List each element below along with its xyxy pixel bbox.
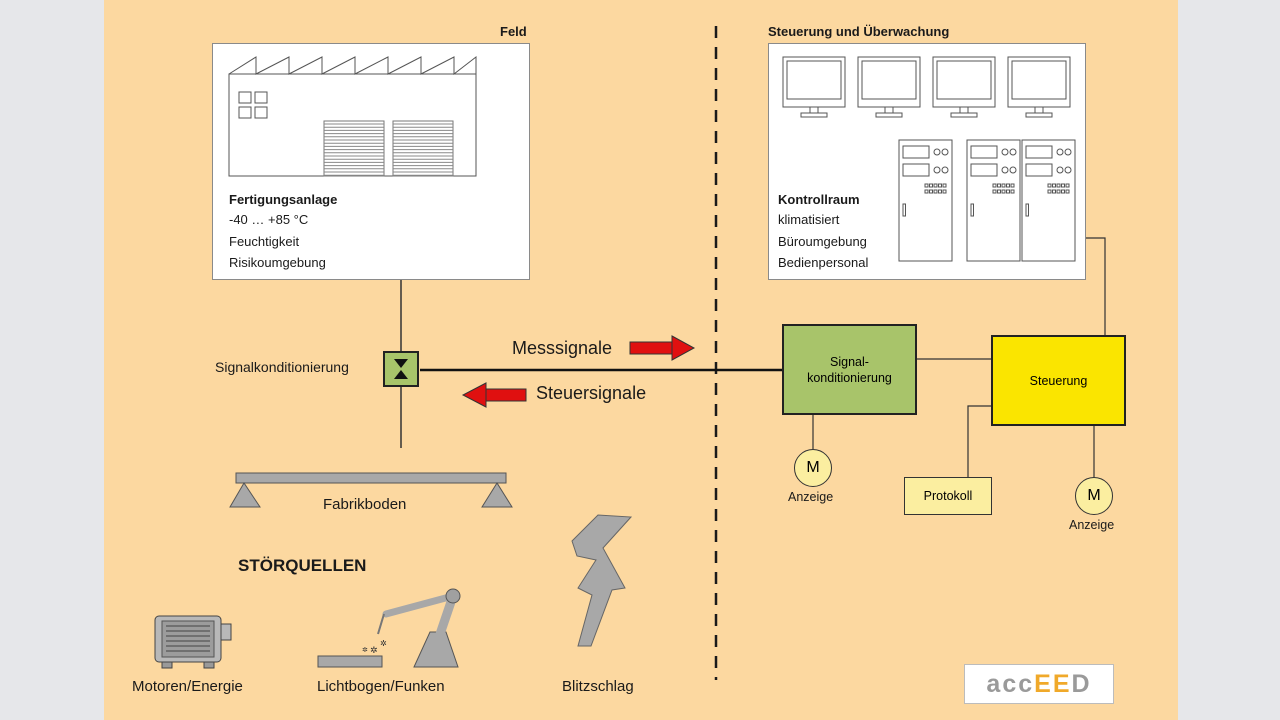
meter-icon-left: M	[794, 449, 832, 487]
factory-floor-icon	[229, 472, 513, 508]
meter-left-label: Anzeige	[788, 490, 834, 504]
control-room-staff: Bedienpersonal	[778, 255, 869, 270]
svg-text:✲: ✲	[370, 646, 378, 656]
welding-robot-icon: ✲ ✲ ✲	[317, 588, 461, 668]
meter-right-symbol: M	[1087, 487, 1101, 504]
control-cabinet-icon	[1021, 139, 1076, 262]
control-to-room-line	[1080, 237, 1106, 336]
meter-right-label: Anzeige	[1069, 518, 1115, 532]
svg-text:✲: ✲	[362, 646, 368, 654]
plant-box: Fertigungsanlage -40 … +85 °C Feuchtigke…	[212, 43, 530, 280]
field-signal-conditioning-label: Signalkonditionierung	[215, 359, 349, 375]
protocol-box: Protokoll	[904, 477, 992, 515]
field-header: Feld	[500, 24, 527, 39]
control-room-equipment-icon	[782, 56, 1076, 262]
signal-conditioning-box: Signal- konditionierung	[782, 324, 917, 415]
lightning-icon	[571, 514, 633, 647]
meter-left-symbol: M	[806, 459, 820, 476]
control-cabinet-icon	[966, 139, 1021, 262]
control-room-box: Kontrollraum klimatisiert Büroumgebung B…	[768, 43, 1086, 280]
control-room-title: Kontrollraum	[778, 192, 860, 207]
control-header: Steuerung und Überwachung	[768, 24, 950, 39]
plant-title: Fertigungsanlage	[229, 192, 338, 207]
control-arrow-icon	[461, 382, 527, 408]
control-room-climate: klimatisiert	[778, 212, 840, 227]
signal-conditioner-icon	[383, 351, 419, 387]
protocol-label: Protokoll	[923, 489, 973, 503]
signal-box-line1: Signal-	[830, 354, 869, 369]
control-cabinet-icon	[898, 139, 953, 262]
control-box-label: Steuerung	[1029, 373, 1088, 388]
control-signals-label: Steuersignale	[536, 383, 647, 403]
factory-building-icon	[228, 55, 477, 177]
source-motors-label: Motoren/Energie	[132, 678, 243, 695]
measure-signals-label: Messsignale	[512, 338, 613, 358]
measure-arrow-icon	[629, 335, 696, 361]
motor-icon	[154, 615, 232, 669]
interference-title: STÖRQUELLEN	[238, 556, 367, 575]
svg-text:✲: ✲	[380, 639, 387, 648]
control-room-office: Büroumgebung	[778, 234, 867, 249]
control-to-protocol-line	[967, 405, 993, 477]
control-box: Steuerung	[991, 335, 1126, 426]
signal-box-line2: konditionierung	[807, 370, 892, 385]
meter-icon-right: M	[1075, 477, 1113, 515]
plant-risk: Risikoumgebung	[229, 255, 326, 270]
plant-temp: -40 … +85 °C	[229, 212, 309, 227]
factory-floor-label: Fabrikboden	[323, 496, 407, 513]
source-lightning-label: Blitzschlag	[562, 678, 634, 695]
source-arc-label: Lichtbogen/Funken	[317, 678, 445, 695]
plant-humidity: Feuchtigkeit	[229, 234, 300, 249]
